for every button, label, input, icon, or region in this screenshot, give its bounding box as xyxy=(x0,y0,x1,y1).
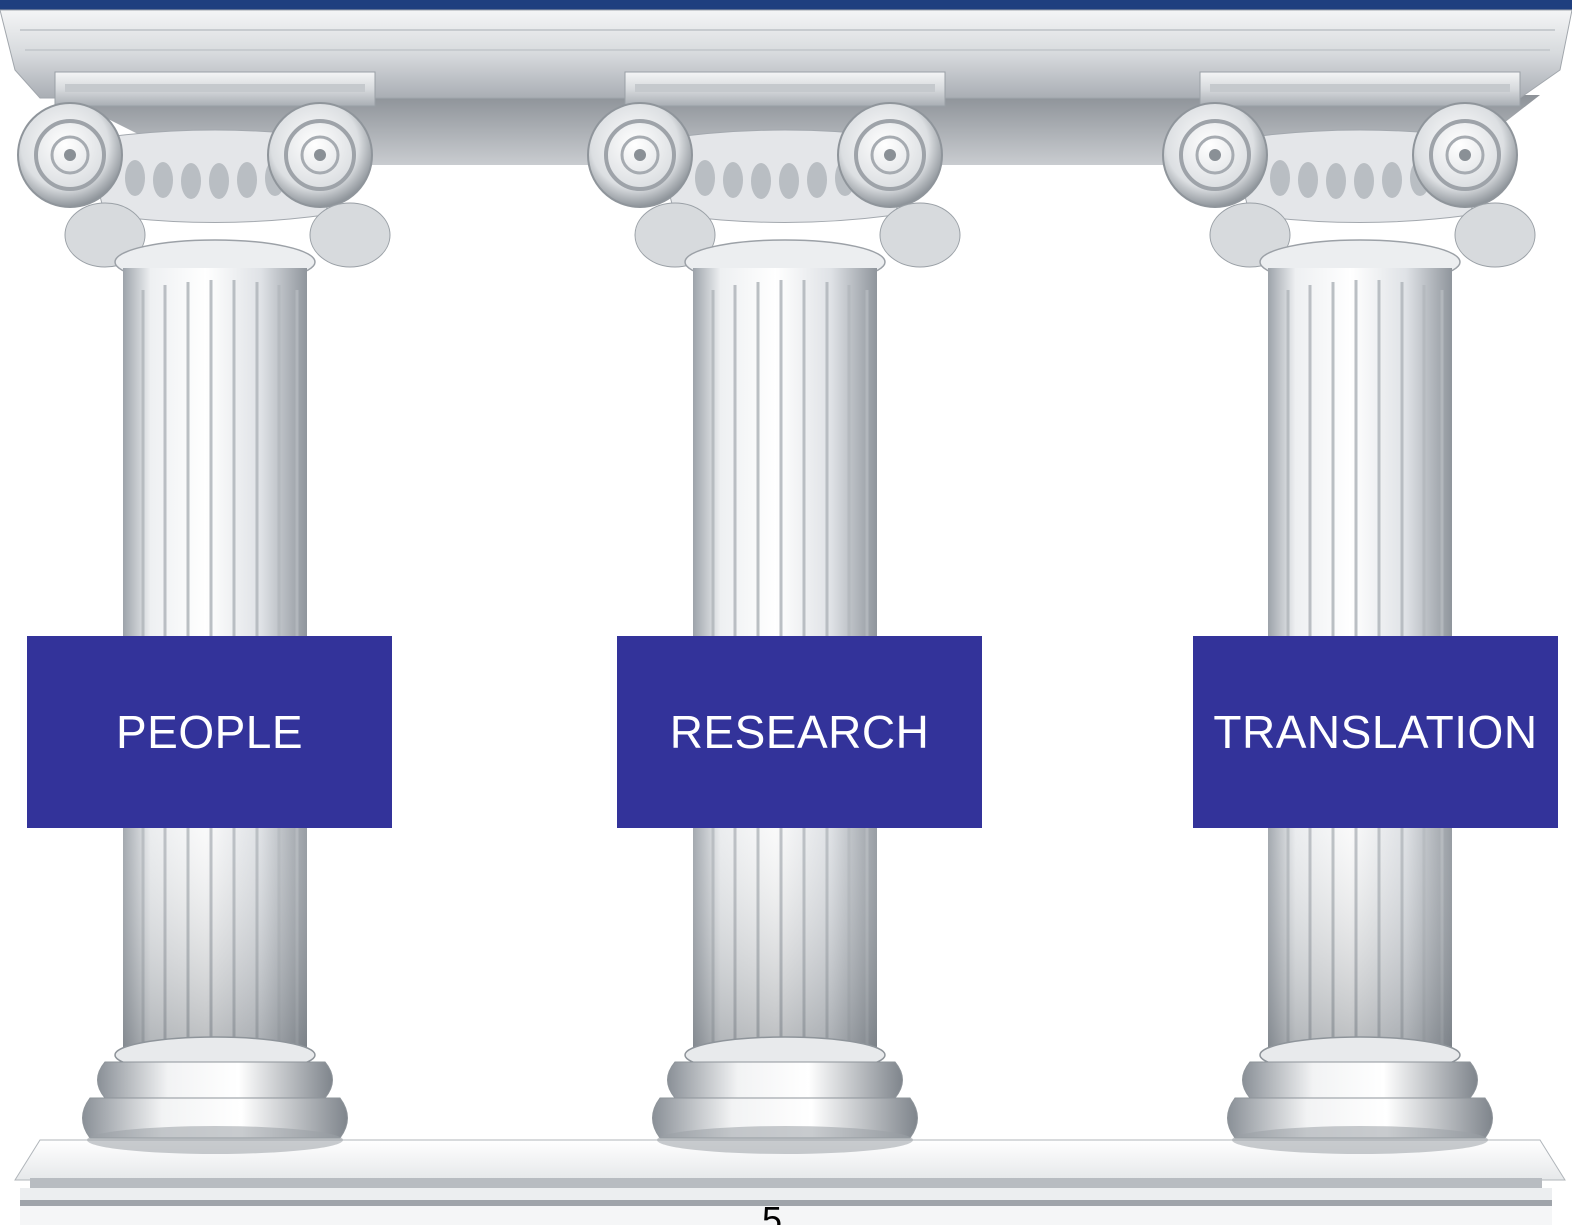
header-band xyxy=(0,0,1572,10)
pillar-label-text: PEOPLE xyxy=(115,706,304,758)
column-left xyxy=(16,70,392,1156)
column-right xyxy=(1161,70,1537,1156)
pillar-label-translation: TRANSLATION xyxy=(1193,636,1558,828)
page-number: 5 xyxy=(761,1199,783,1225)
pillar-label-people: PEOPLE xyxy=(27,636,392,828)
column-center xyxy=(586,70,962,1156)
floor xyxy=(14,1139,1566,1181)
pillar-label-research: RESEARCH xyxy=(617,636,982,828)
pillar-label-text: RESEARCH xyxy=(669,706,930,758)
pillar-label-text: TRANSLATION xyxy=(1213,706,1538,758)
